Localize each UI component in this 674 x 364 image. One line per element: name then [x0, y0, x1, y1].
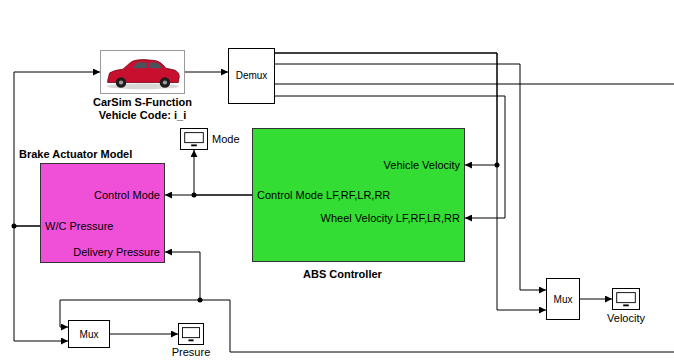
signal-wire	[60, 300, 674, 352]
signal-line	[580, 299, 612, 300]
scope-screen	[185, 133, 204, 143]
car-wheel	[116, 77, 127, 88]
car-window	[150, 62, 162, 68]
junction-dot	[198, 298, 203, 303]
signal-wire	[275, 84, 674, 85]
signal-line	[110, 334, 178, 335]
scope-screen	[617, 293, 636, 303]
signal-wire	[165, 252, 200, 300]
scope-icon	[179, 324, 203, 344]
subsystem-block: ABS ControllerVehicle VelocityControl Mo…	[252, 128, 465, 262]
scope-block: Velocity	[612, 288, 640, 310]
port-label: Delivery Pressure	[73, 246, 160, 259]
block-label: Mux	[547, 293, 579, 306]
car-hub	[163, 80, 167, 84]
scope-block: Mode	[180, 128, 208, 150]
car-wheel	[160, 77, 171, 88]
scope-screen	[182, 328, 199, 338]
port-label: W/C Pressure	[45, 220, 113, 233]
subsystem-block: Brake Actuator ModelControl ModeW/C Pres…	[40, 163, 165, 263]
vehicle-block: CarSim S-Function Vehicle Code: i_i	[100, 50, 185, 94]
car-illustration	[101, 51, 184, 93]
port-label: Wheel Velocity LF,RF,LR,RR	[321, 212, 460, 225]
port-label: Vehicle Velocity	[384, 159, 460, 172]
block-name: ABS Controller	[303, 268, 382, 281]
mux-block: Mux	[546, 278, 580, 320]
scope-stand	[188, 339, 193, 341]
scope-icon	[181, 129, 207, 149]
block-name: Brake Actuator Model	[19, 148, 132, 161]
scope-block: Presure	[178, 323, 204, 345]
block-label: Demux	[229, 69, 274, 82]
car-hub	[119, 80, 123, 84]
block-label: Mode	[212, 133, 240, 146]
mux-block: Mux	[68, 320, 110, 348]
port-label: Control Mode LF,RF,LR,RR	[257, 189, 390, 202]
block-label: Mux	[69, 328, 109, 341]
scope-icon	[613, 289, 639, 309]
block-label: Presure	[172, 346, 211, 359]
signal-line	[194, 150, 252, 195]
block-label: CarSim S-Function Vehicle Code: i_i	[82, 96, 204, 122]
scope-stand	[623, 304, 629, 306]
car-window	[132, 62, 146, 68]
demux-block: Demux	[228, 48, 275, 104]
block-label: Velocity	[607, 312, 645, 325]
signal-line	[185, 72, 228, 73]
scope-stand	[191, 144, 197, 146]
port-label: Control Mode	[94, 189, 160, 202]
